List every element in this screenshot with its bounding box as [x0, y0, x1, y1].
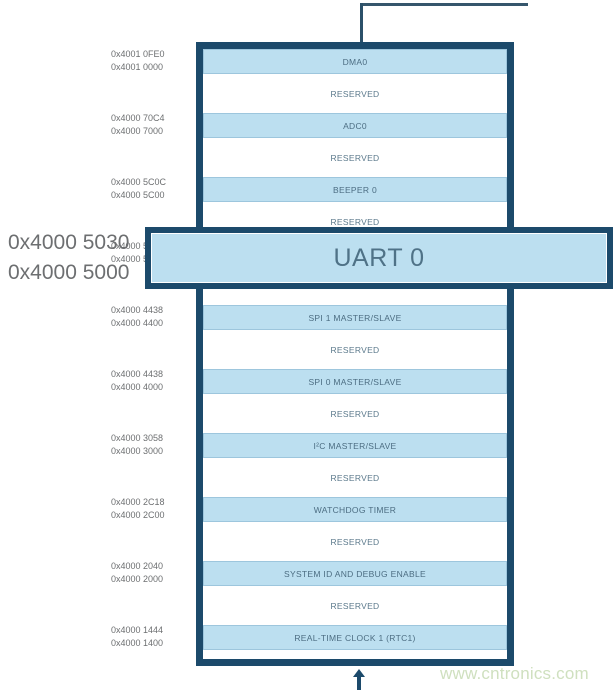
memory-row-label: RESERVED [330, 216, 380, 227]
address-range-label: 0x4000 4438 0x4000 4000 [111, 368, 196, 393]
callout-label: UART 0 [333, 243, 425, 272]
address-range-label: 0x4000 5C0C 0x4000 5C00 [111, 176, 196, 201]
address-start: 0x4000 2000 [111, 573, 164, 584]
memory-row-label: RESERVED [330, 408, 380, 419]
address-end: 0x4000 5030 [111, 241, 164, 251]
address-end: 0x4001 0FE0 [111, 49, 165, 59]
address-range-label: 0x4000 2C18 0x4000 2C00 [111, 496, 196, 521]
memory-row-peripheral[interactable]: DMA0 [203, 49, 507, 74]
uart0-callout-box[interactable]: UART 0 [145, 227, 613, 289]
callout-end-address: 0x4000 5030 [8, 231, 130, 254]
memory-row-reserved[interactable]: RESERVED [203, 529, 507, 554]
address-range-label: 0x4000 1444 0x4000 1400 [111, 624, 196, 649]
memory-row-reserved[interactable]: RESERVED [203, 81, 507, 106]
memory-row-peripheral[interactable]: REAL-TIME CLOCK 1 (RTC1) [203, 625, 507, 650]
memory-row-peripheral[interactable]: I²C MASTER/SLAVE [203, 433, 507, 458]
address-start: 0x4000 5000 [111, 253, 164, 264]
address-start: 0x4001 0000 [111, 61, 164, 72]
memory-row-reserved[interactable]: RESERVED [203, 145, 507, 170]
address-range-label: 0x4000 5030 0x4000 5000 [111, 240, 196, 265]
memory-row-label: DMA0 [342, 56, 368, 67]
address-end: 0x4000 3058 [111, 433, 164, 443]
address-end: 0x4000 5C0C [111, 177, 167, 187]
memory-row-label: RESERVED [330, 472, 380, 483]
callout-start-address: 0x4000 5000 [8, 261, 130, 284]
top-connector-vertical-line [360, 3, 363, 43]
address-end: 0x4000 2040 [111, 561, 164, 571]
address-start: 0x4000 1400 [111, 637, 164, 648]
address-end: 0x4000 4438 [111, 369, 164, 379]
memory-row-peripheral[interactable]: SPI 0 MASTER/SLAVE [203, 369, 507, 394]
memory-row-label: SPI 0 MASTER/SLAVE [308, 376, 402, 387]
memory-row-label: RESERVED [330, 88, 380, 99]
memory-row-label: RESERVED [330, 344, 380, 355]
address-start: 0x4000 4000 [111, 381, 164, 392]
address-end: 0x4000 1444 [111, 625, 164, 635]
address-start: 0x4000 4400 [111, 317, 164, 328]
watermark-text: www.cntronics.com [440, 664, 589, 683]
memory-row-label: WATCHDOG TIMER [313, 504, 397, 515]
memory-row-peripheral[interactable]: ADC0 [203, 113, 507, 138]
address-start: 0x4000 2C00 [111, 509, 165, 520]
memory-row-label: SYSTEM ID AND DEBUG ENABLE [284, 568, 426, 579]
memory-row-label: BEEPER 0 [333, 184, 377, 195]
memory-row-reserved[interactable]: RESERVED [203, 465, 507, 490]
top-connector-horizontal-line [360, 3, 528, 6]
memory-row-reserved[interactable]: RESERVED [203, 401, 507, 426]
bottom-arrow-icon [353, 669, 365, 690]
address-end: 0x4000 4438 [111, 305, 164, 315]
address-range-label: 0x4000 4438 0x4000 4400 [111, 304, 196, 329]
memory-row-reserved[interactable]: RESERVED [203, 337, 507, 362]
memory-row-label: ADC0 [343, 120, 367, 131]
address-end: 0x4000 2C18 [111, 497, 165, 507]
address-range-label: 0x4001 0FE0 0x4001 0000 [111, 48, 196, 73]
memory-row-reserved[interactable]: RESERVED [203, 593, 507, 618]
address-start: 0x4000 3000 [111, 445, 164, 456]
memory-row-peripheral[interactable]: BEEPER 0 [203, 177, 507, 202]
address-start: 0x4000 7000 [111, 125, 164, 136]
memory-row-peripheral[interactable]: SPI 1 MASTER/SLAVE [203, 305, 507, 330]
memory-row-peripheral[interactable]: SYSTEM ID AND DEBUG ENABLE [203, 561, 507, 586]
memory-row-label: REAL-TIME CLOCK 1 (RTC1) [294, 632, 416, 643]
address-range-label: 0x4000 2040 0x4000 2000 [111, 560, 196, 585]
memory-row-label: RESERVED [330, 536, 380, 547]
memory-row-label: RESERVED [330, 600, 380, 611]
address-range-label: 0x4000 70C4 0x4000 7000 [111, 112, 196, 137]
memory-row-label: RESERVED [330, 152, 380, 163]
address-start: 0x4000 5C00 [111, 189, 165, 200]
memory-row-label: I²C MASTER/SLAVE [313, 440, 397, 451]
memory-row-label: SPI 1 MASTER/SLAVE [308, 312, 402, 323]
memory-row-peripheral[interactable]: WATCHDOG TIMER [203, 497, 507, 522]
address-end: 0x4000 70C4 [111, 113, 165, 123]
callout-address-labels: 0x4000 5030 0x4000 5000 [8, 228, 140, 288]
address-range-label: 0x4000 3058 0x4000 3000 [111, 432, 196, 457]
